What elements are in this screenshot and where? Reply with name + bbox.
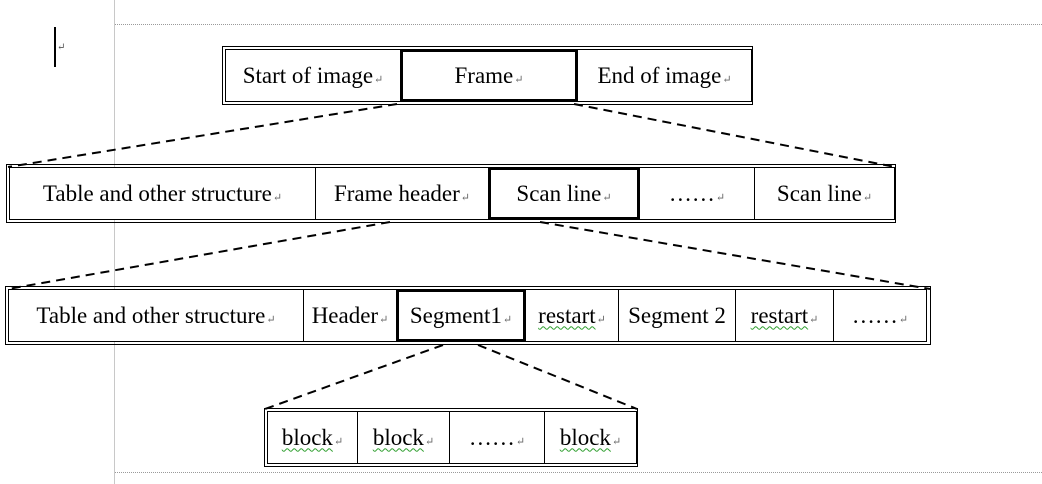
block-cell: block↵ [267, 411, 358, 464]
block-cell: block↵ [544, 411, 637, 464]
paragraph-mark-icon: ↵ [514, 74, 524, 86]
connector-scanline-right [539, 221, 931, 290]
table-structure-cell: Table and other structure↵ [8, 289, 304, 342]
page-margin-guide-top [115, 24, 1042, 25]
start-of-image-cell: Start of image↵ [225, 49, 401, 102]
paragraph-mark-icon: ↵ [898, 314, 909, 326]
paragraph-mark-icon: ↵ [57, 42, 66, 53]
end-of-image-cell: End of image↵ [577, 49, 752, 102]
paragraph-mark-icon: ↵ [809, 314, 819, 326]
paragraph-mark-icon: ↵ [460, 192, 470, 204]
ellipsis-cell: ……↵ [449, 411, 545, 464]
block-cell: block↵ [357, 411, 450, 464]
page-margin-guide-bottom [115, 472, 1042, 473]
paragraph-mark-icon: ↵ [266, 314, 276, 326]
scan-line-cell: Scan line↵ [754, 167, 895, 220]
text-cursor [54, 27, 56, 67]
frame-header-cell: Frame header↵ [315, 167, 489, 220]
image-structure-box: Start of image↵ Frame↵ End of image↵ [222, 46, 753, 105]
restart-cell: restart↵ [525, 289, 619, 342]
paragraph-mark-icon: ↵ [602, 192, 612, 204]
connector-segment-left [264, 344, 444, 410]
paragraph-mark-icon: ↵ [596, 314, 606, 326]
header-cell: Header↵ [303, 289, 397, 342]
frame-cell: Frame↵ [400, 49, 578, 102]
paragraph-mark-icon: ↵ [515, 436, 526, 448]
ellipsis-cell: ……↵ [639, 167, 755, 220]
paragraph-mark-icon: ↵ [424, 436, 435, 448]
paragraph-mark-icon: ↵ [862, 192, 873, 204]
restart-cell: restart↵ [735, 289, 834, 342]
scan-line-cell: Scan line↵ [488, 167, 640, 220]
paragraph-mark-icon: ↵ [502, 314, 513, 326]
segment-structure-box: block↵ block↵ ……↵ block↵ [264, 408, 638, 467]
scan-line-structure-box: Table and other structure↵ Header↵ Segme… [5, 286, 931, 345]
table-structure-cell: Table and other structure↵ [9, 167, 316, 220]
segment2-cell: Segment 2 [618, 289, 736, 342]
paragraph-mark-icon: ↵ [722, 74, 732, 86]
paragraph-mark-icon: ↵ [333, 436, 344, 448]
frame-structure-box: Table and other structure↵ Frame header↵… [6, 164, 896, 223]
connector-scanline-left [7, 221, 391, 290]
paragraph-mark-icon: ↵ [715, 192, 726, 204]
connector-frame-left [7, 103, 398, 168]
ellipsis-cell: ……↵ [833, 289, 927, 342]
page-margin-guide-left [114, 0, 115, 484]
paragraph-mark-icon: ↵ [611, 436, 622, 448]
segment1-cell: Segment1↵ [396, 289, 526, 342]
paragraph-mark-icon: ↵ [379, 314, 389, 326]
connector-segment-right [477, 344, 638, 410]
paragraph-mark-icon: ↵ [374, 74, 384, 86]
paragraph-mark-icon: ↵ [272, 192, 283, 204]
connector-frame-right [573, 103, 896, 168]
